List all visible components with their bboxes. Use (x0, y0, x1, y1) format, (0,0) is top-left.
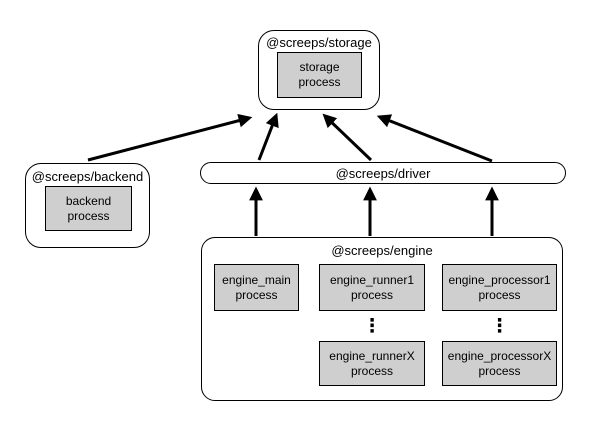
engine-runner1-process-box: engine_runner1 process (319, 264, 425, 311)
node-storage: @screeps/storage storage process (258, 30, 380, 110)
storage-process-box: storage process (277, 52, 362, 98)
engine-runnerX-process-box: engine_runnerX process (319, 341, 425, 386)
node-driver: @screeps/driver (200, 162, 566, 184)
engine-processor1-process-box: engine_processor1 process (442, 264, 557, 311)
engine-processorX-process-box: engine_processorX process (442, 341, 557, 386)
node-backend: @screeps/backend backend process (25, 163, 150, 248)
runner-ellipsis: ⋮ (362, 314, 382, 337)
backend-label: @screeps/backend (31, 169, 144, 184)
edge-driver-to-storage (376, 114, 493, 163)
engine-label: @screeps/engine (331, 243, 433, 258)
edge-driver-to-storage (322, 113, 373, 162)
edge-backend-to-storage (87, 113, 253, 162)
node-engine: @screeps/engine engine_main process engi… (201, 237, 563, 401)
edge-driver-to-storage (257, 112, 279, 161)
backend-process-box: backend process (45, 186, 132, 231)
engine-main-process-box: engine_main process (214, 264, 299, 311)
storage-label: @screeps/storage (266, 35, 372, 50)
processor-ellipsis: ⋮ (490, 314, 509, 337)
